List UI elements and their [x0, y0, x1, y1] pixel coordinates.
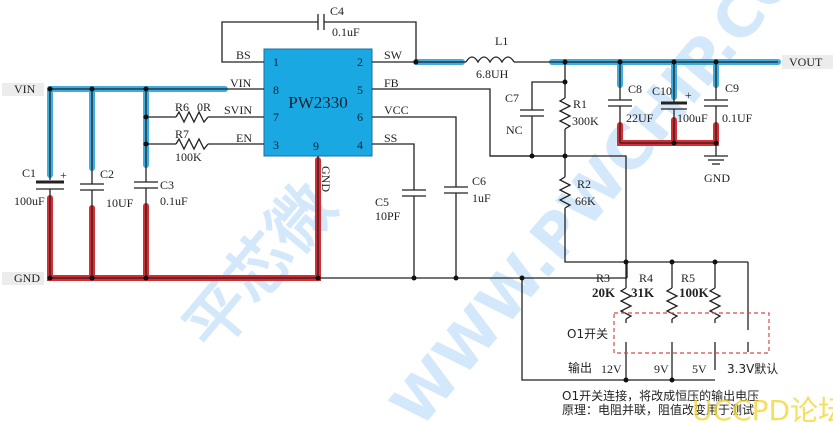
gnd-symbol-label: GND — [704, 171, 730, 185]
c3-value: 0.1uF — [160, 194, 188, 208]
r4-value: 31K — [631, 285, 655, 300]
c5-value: 10PF — [375, 209, 401, 223]
c9-ref: C9 — [725, 81, 739, 95]
r1-ref: R1 — [573, 97, 587, 111]
c3-ref: C3 — [160, 178, 174, 192]
gnd-net-label-bg — [2, 272, 44, 285]
c7-value: NC — [506, 123, 523, 137]
pin-7: 7 — [273, 110, 279, 124]
pin-2: 2 — [357, 55, 363, 69]
pin-label-vin: VIN — [230, 76, 252, 90]
pin-label-ss: SS — [384, 131, 397, 145]
pin-label-bs: BS — [236, 48, 251, 62]
output-12v: 12V — [601, 362, 622, 376]
pin-9: 9 — [313, 139, 319, 153]
c10-value: 100uF — [677, 111, 708, 125]
r5-ref: R5 — [681, 271, 695, 285]
r7-ref: R7 — [175, 127, 189, 141]
r3-value: 20K — [592, 285, 616, 300]
c2-value: 10UF — [106, 196, 134, 210]
r6-value: 0R — [197, 100, 211, 114]
pin-1: 1 — [273, 55, 279, 69]
pin-8: 8 — [273, 83, 279, 97]
r4-ref: R4 — [639, 271, 653, 285]
output-9v: 9V — [654, 362, 669, 376]
pin-label-en: EN — [236, 131, 252, 145]
r5-value: 100K — [679, 285, 710, 300]
pin-5: 5 — [357, 83, 363, 97]
c4-ref: C4 — [330, 4, 344, 18]
pin-3: 3 — [273, 138, 279, 152]
l1-value: 6.8UH — [476, 67, 509, 81]
r2-value: 66K — [575, 194, 596, 208]
gnd-net-label: GND — [14, 271, 40, 285]
c4-value: 0.1uF — [332, 25, 360, 39]
r3-ref: R3 — [596, 271, 610, 285]
c5-ref: C5 — [375, 195, 389, 209]
pw2330-chip: PW2330 1 8 7 3 2 5 6 4 9 — [263, 48, 373, 157]
c1-ref: C1 — [22, 166, 36, 180]
vout-net-label: VOUT — [789, 55, 823, 69]
note-line-2: 原理：电阻并联，阻值改变用于测试 — [562, 402, 754, 417]
output-5v: 5V — [692, 362, 707, 376]
vin-net-label-bg — [2, 83, 44, 96]
pin-label-sw: SW — [384, 48, 403, 62]
c8-ref: C8 — [628, 82, 642, 96]
vout-net-label-bg — [782, 55, 833, 69]
c10-plus: + — [685, 88, 692, 102]
pin-label-svin: SVIN — [224, 103, 252, 117]
pin-4: 4 — [357, 138, 363, 152]
c8-value: 22UF — [626, 111, 654, 125]
note-line-1: O1开关连接，将改成恒压的输出电压 — [562, 388, 759, 403]
forum-watermark: UCCPD论坛 — [692, 394, 833, 423]
c6-value: 1uF — [472, 191, 491, 205]
vin-net-label: VIN — [14, 82, 36, 96]
junction-dots — [47, 59, 719, 383]
o1-switch-box — [613, 312, 770, 354]
output-label: 输出 — [568, 360, 592, 375]
pin-label-gnd: GND — [319, 166, 333, 192]
r2-ref: R2 — [577, 177, 591, 191]
c1-value: 100uF — [14, 194, 45, 208]
c6-ref: C6 — [472, 174, 486, 188]
watermark-cn: 平芯微 — [171, 171, 351, 366]
chip-name: PW2330 — [288, 93, 348, 112]
output-3v3-default: 3.3V默认 — [727, 361, 778, 376]
c9-value: 0.1UF — [722, 111, 753, 125]
r7-value: 100K — [175, 150, 202, 164]
c2-ref: C2 — [100, 167, 114, 181]
r6-ref: R6 — [175, 100, 189, 114]
l1-ref: L1 — [495, 34, 508, 48]
pin-label-fb: FB — [384, 76, 399, 90]
c1-plus: + — [60, 168, 67, 182]
c10-ref: C10 — [652, 84, 672, 98]
c7-ref: C7 — [505, 91, 519, 105]
o1-switch-label: O1开关 — [567, 327, 608, 341]
pin-6: 6 — [357, 110, 363, 124]
pin-label-vcc: VCC — [384, 103, 409, 117]
r1-value: 300K — [572, 114, 599, 128]
